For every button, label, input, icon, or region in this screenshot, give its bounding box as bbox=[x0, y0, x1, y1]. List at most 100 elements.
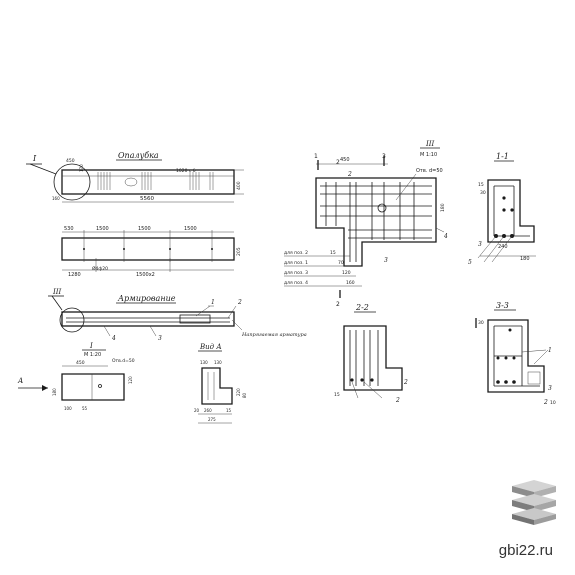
view-a-dim-130: 130 bbox=[200, 360, 208, 365]
view-a: Вид А 130 130 220 80 260 15 275 20 bbox=[194, 343, 247, 424]
plan-points bbox=[83, 248, 213, 250]
node-i-hole-note: Отв.d=50 bbox=[112, 358, 135, 364]
section-33-pos-2: 2 bbox=[543, 399, 548, 406]
node-i-dim-55: 55 bbox=[82, 406, 88, 411]
arrow-a-label: А bbox=[17, 377, 23, 385]
node-i-hole bbox=[98, 384, 102, 388]
dim-160: 160 bbox=[346, 280, 355, 286]
dim-note-pos1: для поз. 1 bbox=[284, 260, 308, 266]
hole-note: 1020 с б bbox=[176, 168, 196, 174]
section-11-title: 1-1 bbox=[496, 152, 509, 161]
view-a-dim-220: 220 bbox=[236, 388, 241, 396]
dim-1500c: 1500 bbox=[184, 226, 197, 232]
reinforcement-title: Армирование bbox=[117, 294, 176, 303]
node-i-outline bbox=[61, 373, 125, 401]
section-22-dim-15: 15 bbox=[334, 392, 340, 398]
section-33-dim-30: 30 bbox=[478, 320, 484, 326]
brand-domain[interactable]: gbi22.ru bbox=[498, 542, 553, 559]
beam-body bbox=[61, 169, 235, 195]
dim-160: 160 bbox=[52, 196, 60, 201]
section-33-pos-1: 1 bbox=[548, 347, 552, 354]
dim-1500b: 1500 bbox=[138, 226, 151, 232]
node-iii-outline bbox=[315, 177, 437, 267]
brand-logo-icon bbox=[512, 480, 556, 525]
dim-530: 530 bbox=[64, 226, 74, 232]
section-11-outline bbox=[487, 179, 535, 243]
node-iii-detail: III М 1:10 450 Отв. d=50 180 bbox=[284, 140, 448, 308]
section-11-pos-3: 3 bbox=[478, 241, 482, 248]
section-11-dim-15: 15 bbox=[478, 182, 484, 188]
view-a-dim-15: 15 bbox=[226, 408, 232, 413]
formwork-elevation: Опалубка I 5560 450 170 400 160 1020 с б bbox=[26, 151, 244, 203]
view-a-dim-80: 80 bbox=[242, 392, 247, 398]
section-33-dim-10: 10 bbox=[550, 400, 556, 406]
arrow-a-head bbox=[42, 385, 48, 391]
section-11-dim-240: 240 bbox=[498, 244, 508, 250]
cut-mark-2-bottom: 2 bbox=[336, 301, 340, 308]
plan-view: 530 1500 1500 1500 1280 1500х2 205 Ø4ф20 bbox=[61, 226, 242, 278]
plan-body bbox=[61, 237, 235, 261]
reinf-insert bbox=[179, 314, 211, 324]
node-iii-hole-note: Отв. d=50 bbox=[416, 168, 443, 174]
node-i-dim-120: 120 bbox=[128, 376, 133, 384]
node-i-detail: I М 1:20 450 Отв.d=50 120 180 100 55 А bbox=[17, 342, 135, 411]
iii-pos-2: 2 bbox=[347, 171, 352, 178]
formwork-title: Опалубка bbox=[118, 151, 159, 160]
node-iii-dim-180: 180 bbox=[440, 203, 446, 212]
section-33-bars bbox=[496, 328, 516, 384]
callout-leader-i bbox=[29, 163, 57, 175]
section-1-1: 1-1 240 180 15 30 5 3 bbox=[468, 152, 536, 266]
plan-note: Ø4ф20 bbox=[92, 265, 108, 272]
dim-1500a: 1500 bbox=[96, 226, 109, 232]
reinforcement-view: Армирование III 1 2 3 4 Напрягаемая арма… bbox=[48, 288, 307, 342]
section-33-pos-3: 3 bbox=[548, 385, 552, 392]
section-33-outline bbox=[487, 319, 545, 393]
cut-mark-3: 3 bbox=[382, 153, 386, 160]
dim-note-pos2: для поз. 2 bbox=[284, 250, 308, 256]
dim-5560: 5560 bbox=[140, 196, 154, 202]
callout-circle-iii bbox=[59, 307, 85, 333]
iii-pos-3: 3 bbox=[384, 257, 388, 264]
section-33-insert bbox=[527, 371, 541, 385]
section-22-pos-2: 2 bbox=[395, 397, 400, 404]
node-i-scale: М 1:20 bbox=[84, 352, 101, 358]
dim-1280: 1280 bbox=[68, 272, 81, 278]
node-i-dim-100: 100 bbox=[64, 406, 72, 411]
section-2-2: 2-2 2 2 15 bbox=[334, 303, 408, 404]
section-22-pos-2b: 2 bbox=[403, 379, 408, 386]
dim-450: 450 bbox=[66, 158, 75, 164]
cut-mark-1: 1 bbox=[314, 153, 318, 160]
dim-205: 205 bbox=[236, 247, 242, 256]
dim-120: 120 bbox=[342, 270, 351, 276]
section-22-outline bbox=[343, 325, 403, 391]
dim-70: 70 bbox=[338, 260, 344, 266]
node-iii-hole bbox=[377, 203, 387, 213]
beam-openings bbox=[97, 172, 214, 190]
section-11-dim-180: 180 bbox=[520, 256, 530, 262]
view-a-dim-275: 275 bbox=[208, 417, 216, 422]
view-a-dim-20: 20 bbox=[194, 408, 200, 413]
pos-label-3: 3 bbox=[158, 335, 162, 342]
node-i-dim-450: 450 bbox=[76, 360, 85, 366]
dim-1500x2: 1500х2 bbox=[136, 272, 155, 278]
dim-note-pos3: для поз. 3 bbox=[284, 270, 308, 276]
pos-label-2: 2 bbox=[237, 299, 242, 306]
cut-mark-2: 2 bbox=[336, 159, 340, 166]
view-a-dim-130b: 130 bbox=[214, 360, 222, 365]
node-iii-rebar bbox=[320, 182, 432, 262]
section-22-title: 2-2 bbox=[355, 303, 369, 312]
callout-label-iii: III bbox=[52, 288, 62, 296]
node-i-title: I bbox=[89, 342, 93, 350]
section-33-title: 3-3 bbox=[496, 301, 509, 310]
pos-label-1: 1 bbox=[211, 299, 215, 306]
node-iii-scale: М 1:10 bbox=[420, 152, 437, 158]
section-11-pos-5: 5 bbox=[468, 259, 472, 266]
dim-400: 400 bbox=[236, 181, 242, 190]
reinf-body bbox=[61, 311, 235, 327]
dim-15: 15 bbox=[330, 250, 336, 256]
node-iii-title: III bbox=[425, 140, 435, 148]
reinf-note: Напрягаемая арматура bbox=[241, 332, 307, 338]
view-a-outline bbox=[201, 367, 233, 405]
node-i-dim-180: 180 bbox=[52, 388, 57, 396]
